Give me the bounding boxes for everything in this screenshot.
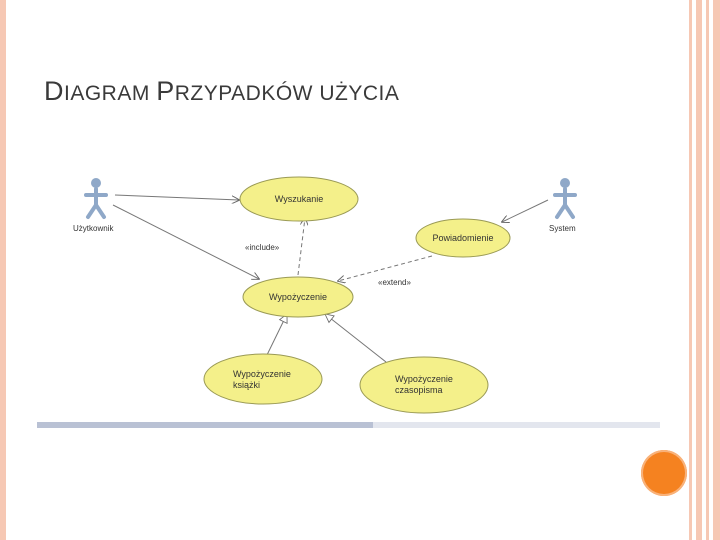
right-decorative-stripe-1 (689, 0, 692, 540)
use-case-book-loan-label-line1: Wypożyczenie (233, 369, 291, 379)
title-rest-2: RZYPADKÓW UŻYCIA (174, 82, 400, 105)
user-stick-figure-icon (84, 178, 108, 219)
association-system-notification (502, 199, 549, 222)
use-case-loan: Wypożyczenie (242, 276, 354, 318)
actor-system: System (549, 178, 577, 233)
right-decorative-stripe-3 (706, 0, 709, 540)
association-user-search (114, 194, 239, 200)
use-case-diagram: Użytkownik System «include» «extend» Wys… (73, 176, 577, 414)
extend-label: «extend» (378, 278, 411, 287)
title-cap-p: P (156, 76, 175, 106)
actor-user-label: Użytkownik (73, 224, 114, 233)
extend-relationship (338, 255, 433, 281)
use-case-loan-label: Wypożyczenie (269, 292, 327, 302)
include-label: «include» (245, 243, 280, 252)
title-rest-1: IAGRAM (64, 82, 157, 105)
actor-system-label: System (549, 224, 576, 233)
use-case-magazine-loan-label-line1: Wypożyczenie (395, 374, 453, 384)
use-case-notification: Powiadomienie (415, 218, 511, 258)
include-relationship (297, 218, 305, 276)
slide-progress-bar (37, 422, 660, 428)
slide-progress-fill (37, 422, 374, 428)
actor-user: Użytkownik (73, 178, 114, 233)
decorative-orange-circle (641, 450, 687, 496)
use-case-notification-label: Powiadomienie (432, 233, 493, 243)
system-stick-figure-icon (553, 178, 577, 219)
use-case-search: Wyszukanie (239, 176, 359, 222)
use-case-book-loan: Wypożyczenie książki (203, 353, 323, 405)
left-decorative-stripe (0, 0, 6, 540)
association-user-loan (112, 204, 259, 279)
use-case-magazine-loan-label-line2: czasopisma (395, 385, 443, 395)
slide-title: DIAGRAM PRZYPADKÓW UŻYCIA (44, 76, 399, 107)
use-case-book-loan-label-line2: książki (233, 380, 260, 390)
generalization-magazine-loan (325, 314, 387, 363)
generalization-book-loan (265, 314, 287, 358)
right-decorative-stripe-4 (713, 0, 720, 540)
right-decorative-stripe-2 (696, 0, 702, 540)
use-case-magazine-loan: Wypożyczenie czasopisma (359, 356, 489, 414)
use-case-search-label: Wyszukanie (275, 194, 323, 204)
title-cap-d: D (44, 76, 64, 106)
